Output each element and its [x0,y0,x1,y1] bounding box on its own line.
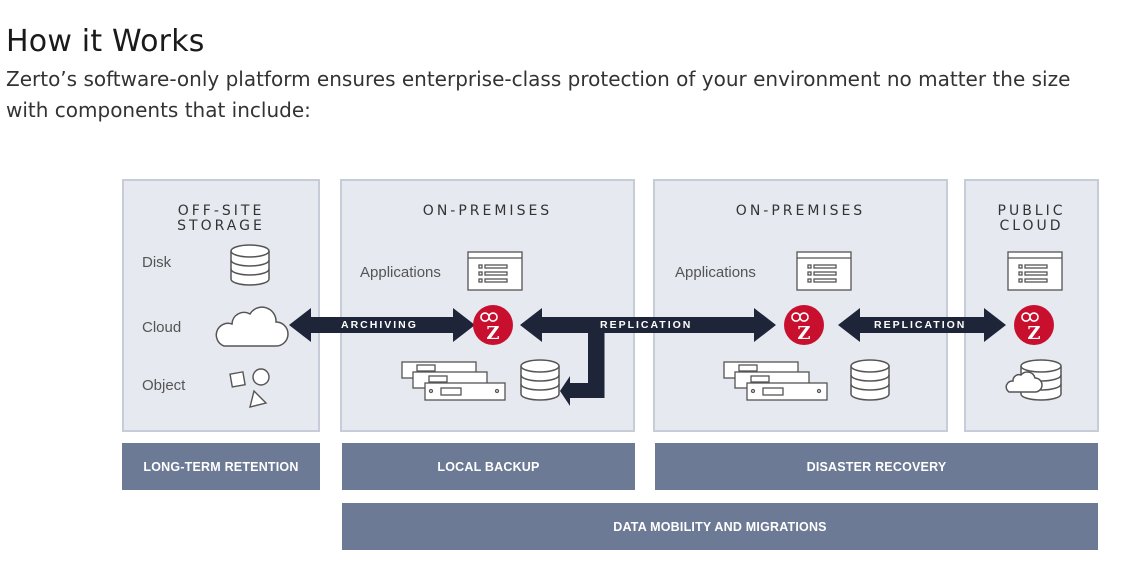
svg-text:Z: Z [1027,323,1040,344]
public-title-line1: PUBLIC [997,203,1066,219]
server-stack-icon [723,361,828,401]
disk-database-icon [230,244,270,286]
applications-window-icon [467,251,523,291]
zerto-logo-icon: Z [784,305,824,345]
data-mobility-bar: DATA MOBILITY AND MIGRATIONS [342,503,1098,550]
intro-paragraph: Zerto’s software-only platform ensures e… [6,67,1071,122]
offsite-title-line1: OFF-SITE [177,203,265,219]
disaster-recovery-bar: DISASTER RECOVERY [655,443,1098,490]
replication-arrow-1-label: REPLICATION [600,319,693,331]
svg-text:Z: Z [797,323,810,344]
server-stack-icon [401,361,506,401]
database-icon [850,359,890,401]
svg-text:Z: Z [486,323,499,344]
offsite-title-line2: STORAGE [177,218,265,234]
cloud-icon [215,306,289,347]
zerto-logo-icon: Z [1014,305,1054,345]
long-term-retention-bar: LONG-TERM RETENTION [122,443,320,490]
cloud-database-icon [1005,359,1062,401]
object-label: Object [142,377,186,394]
applications-window-icon [796,251,852,291]
onprem2-title: ON-PREMISES [735,203,866,219]
applications-window-icon [1007,251,1063,291]
page-heading: How it Works [6,24,205,60]
offsite-storage-panel: OFF-SITE STORAGE Disk Cloud Object [122,179,320,432]
disk-label: Disk [142,254,172,271]
onprem1-title: ON-PREMISES [422,203,553,219]
replication-arrow-1 [520,308,776,406]
zerto-logo-icon: Z [473,305,513,345]
object-shapes-icon [229,368,270,408]
onprem2-applications-label: Applications [675,264,756,281]
public-title-line2: CLOUD [999,218,1064,234]
replication-arrow-2 [838,308,1006,342]
database-icon [520,359,560,401]
onprem1-applications-label: Applications [360,264,441,281]
cloud-label: Cloud [142,319,182,336]
local-backup-bar: LOCAL BACKUP [342,443,635,490]
archiving-arrow [289,308,475,342]
archiving-arrow-label: ARCHIVING [341,319,418,331]
replication-arrow-2-label: REPLICATION [874,319,967,331]
